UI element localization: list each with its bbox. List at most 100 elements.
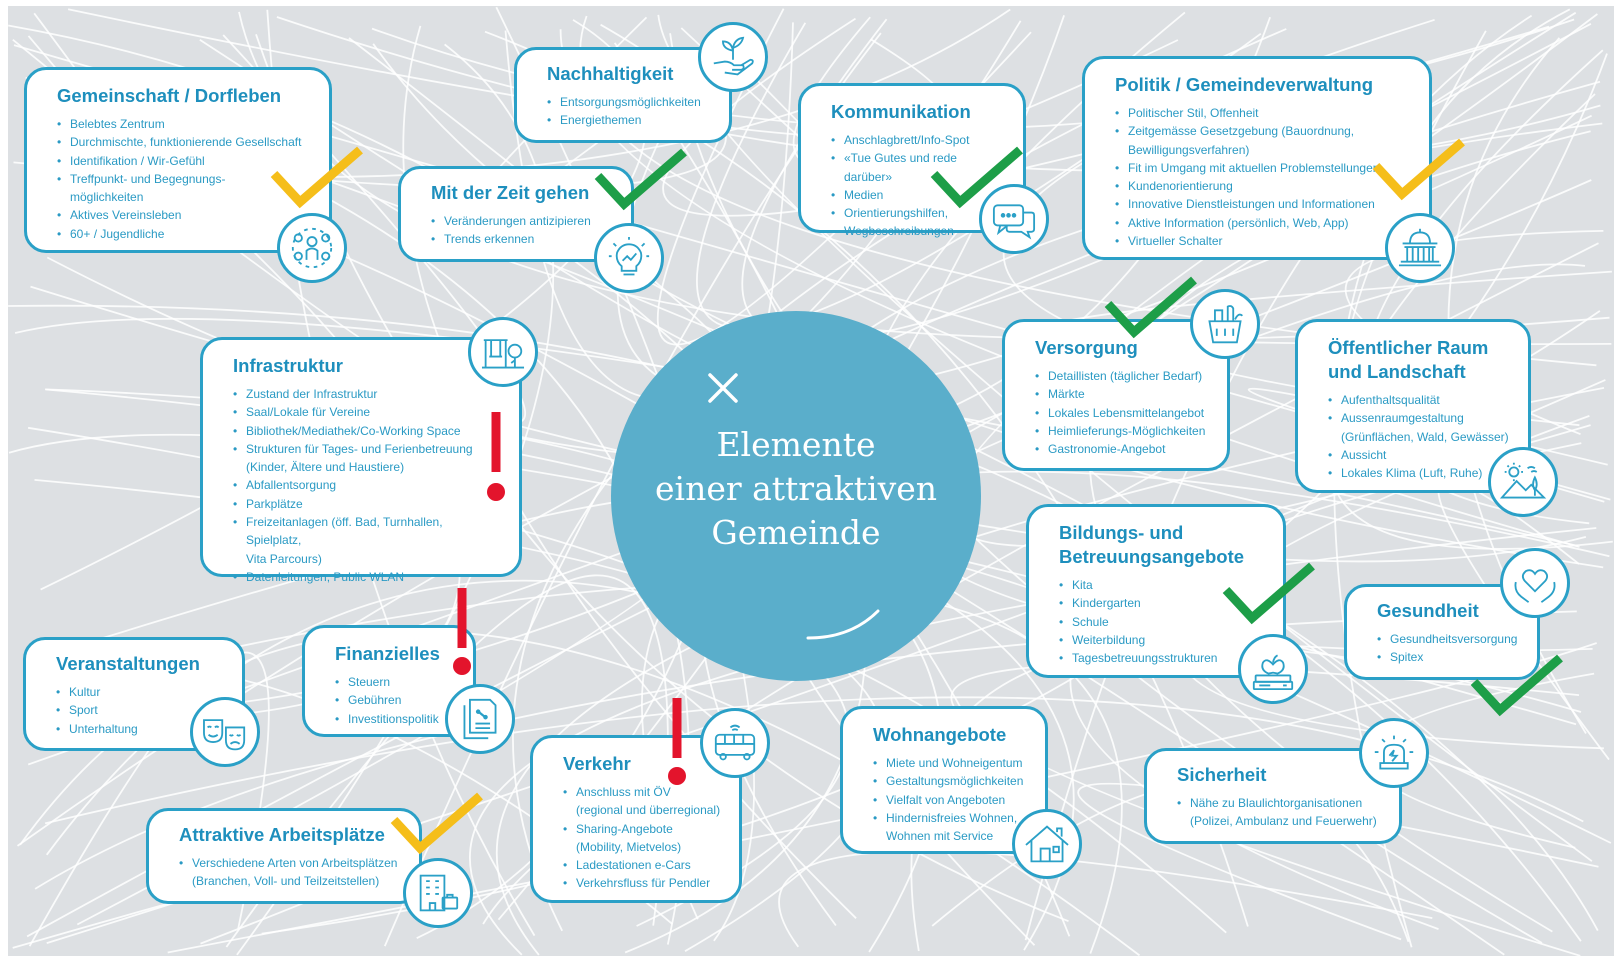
diagram-canvas: Elemente einer attraktiven Gemeinde Geme…: [8, 6, 1614, 956]
theater-masks-icon: [190, 697, 260, 767]
center-title-line: Elemente: [716, 425, 876, 464]
list-item: Gastronomie-Angebot: [1035, 440, 1209, 459]
box-list: Entsorgungsmöglichkeiten Energiethemen: [547, 93, 711, 130]
list-item: Parkplätze: [233, 495, 501, 514]
list-item: Zustand der Infrastruktur: [233, 385, 501, 404]
center-circle: Elemente einer attraktiven Gemeinde: [611, 311, 981, 681]
house-icon: [1012, 809, 1082, 879]
list-item: Aktive Information (persönlich, Web, App…: [1115, 214, 1411, 233]
list-item: Identifikation / Wir-Gefühl: [57, 152, 311, 171]
list-item: Tagesbetreuungsstrukturen: [1059, 649, 1265, 668]
list-item: Steuern: [335, 673, 455, 692]
box-title: Wohnangebote: [873, 724, 1007, 745]
heart-hands-icon: [1500, 548, 1570, 618]
list-item-continuation: (Branchen, Voll- und Teilzeitstellen): [192, 874, 380, 889]
list-item: Politischer Stil, Offenheit: [1115, 104, 1411, 123]
box-list: Kita Kindergarten Schule Weiterbildung T…: [1059, 576, 1265, 668]
box-title: Finanzielles: [335, 643, 440, 664]
list-item: Verschiedene Arten von Arbeitsplätzen: [179, 854, 401, 873]
center-title: Elemente einer attraktiven Gemeinde: [611, 423, 981, 555]
list-item-continuation: Wohnen mit Service: [886, 829, 994, 844]
list-item: Aussenraumgestaltung: [1328, 409, 1510, 428]
green-check-mark: [930, 146, 1023, 209]
list-item: Anschluss mit ÖV: [563, 783, 721, 802]
box-list: Anschluss mit ÖV (regional und überregio…: [563, 783, 721, 893]
box-gemeinschaft: Gemeinschaft / Dorfleben Belebtes Zentru…: [24, 67, 332, 253]
list-item: Aktives Vereinsleben: [57, 206, 311, 225]
green-check-mark: [1222, 562, 1315, 625]
list-item: Fit im Umgang mit aktuellen Problemstell…: [1115, 159, 1411, 178]
list-item: Strukturen für Tages- und Ferienbetreuun…: [233, 440, 501, 459]
list-item: Treffpunkt- und Begegnungs-: [57, 170, 311, 189]
siren-light-icon: [1359, 718, 1429, 788]
list-item: Orientierungshilfen,: [831, 204, 1005, 223]
center-title-line: einer attraktiven: [654, 469, 937, 508]
box-title: Bildungs- und Betreuungsangebote: [1059, 521, 1265, 569]
apple-books-icon: [1238, 634, 1308, 704]
landscape-sun-icon: [1488, 447, 1558, 517]
list-item: Sharing-Angebote: [563, 820, 721, 839]
bus-icon: [700, 708, 770, 778]
list-item: Freizeitanlagen (öff. Bad, Turnhallen, S…: [233, 513, 501, 550]
box-politik: Politik / Gemeindeverwaltung Politischer…: [1082, 56, 1432, 260]
list-item: Unterhaltung: [56, 720, 224, 739]
list-item: Trends erkennen: [431, 230, 613, 249]
list-item: Gebühren: [335, 691, 455, 710]
list-item-continuation: Wegbeschreibungen: [844, 224, 954, 239]
list-item: Miete und Wohneigentum: [873, 754, 1027, 773]
list-item: Detaillisten (täglicher Bedarf): [1035, 367, 1209, 386]
list-item-continuation: Vita Parcours): [246, 551, 322, 566]
list-item: Sport: [56, 701, 224, 720]
web-line: [778, 850, 1433, 948]
box-wohnangebote: Wohnangebote Miete und Wohneigentum Gest…: [840, 706, 1048, 854]
box-list: Miete und Wohneigentum Gestaltungsmöglic…: [873, 754, 1027, 845]
box-list: Zustand der Infrastruktur Saal/Lokale fü…: [233, 385, 501, 587]
list-item: Hindernisfreies Wohnen,: [873, 809, 1027, 828]
box-arbeitsplaetze: Attraktive Arbeitsplätze Verschiedene Ar…: [146, 808, 422, 904]
plant-in-hand-icon: [698, 22, 768, 92]
grocery-bag-icon: [1190, 289, 1260, 359]
list-item: Weiterbildung: [1059, 631, 1265, 650]
community-people-icon: [277, 213, 347, 283]
list-item: Spitex: [1377, 648, 1519, 667]
box-list: Aufenthaltsqualität Aussenraumgestaltung…: [1328, 391, 1510, 483]
list-item: Veränderungen antizipieren: [431, 212, 613, 231]
list-item: Heimlieferungs-Möglichkeiten: [1035, 422, 1209, 441]
box-title-line: und Landschaft: [1328, 361, 1466, 382]
list-item: Gesundheitsversorgung: [1377, 630, 1519, 649]
yellow-check-mark: [270, 146, 363, 209]
box-title: Politik / Gemeindeverwaltung: [1115, 74, 1374, 95]
box-sicherheit: Sicherheit Nähe zu Blaulichtorganisation…: [1144, 748, 1402, 844]
box-title: Kommunikation: [831, 101, 971, 122]
swoosh-decoration: [806, 609, 880, 640]
box-title: Verkehr: [563, 753, 631, 774]
list-item: Gestaltungsmöglichkeiten: [873, 772, 1027, 791]
list-item: Zeitgemässe Gesetzgebung (Bauordnung,: [1115, 122, 1411, 141]
box-infrastruktur: Infrastruktur Zustand der Infrastruktur …: [200, 337, 522, 587]
list-item: Lokales Lebensmittelangebot: [1035, 404, 1209, 423]
list-item: Belebtes Zentrum: [57, 115, 311, 134]
list-item: Kita: [1059, 576, 1265, 595]
list-item: Anschlagbrett/Info-Spot: [831, 131, 1005, 150]
box-title: Gesundheit: [1377, 600, 1479, 621]
playground-tree-icon: [468, 317, 538, 387]
list-item: Investitionspolitik: [335, 710, 455, 729]
office-building-icon: [403, 858, 473, 928]
list-item-continuation: (Polizei, Ambulanz und Feuerwehr): [1190, 814, 1377, 829]
list-item: Aussicht: [1328, 446, 1510, 465]
box-oeffentlicher-raum: Öffentlicher Raum und Landschaft Aufenth…: [1295, 319, 1531, 493]
list-item: Kundenorientierung: [1115, 177, 1411, 196]
box-title: Mit der Zeit gehen: [431, 182, 590, 203]
web-line: [236, 43, 554, 956]
box-title-line: Bildungs- und: [1059, 522, 1184, 543]
list-item: Innovative Dienstleistungen und Informat…: [1115, 195, 1411, 214]
list-item: Kindergarten: [1059, 594, 1265, 613]
list-item: Bibliothek/Mediathek/Co-Working Space: [233, 422, 501, 441]
box-title: Gemeinschaft / Dorfleben: [57, 85, 282, 106]
list-item: Verkehrsfluss für Pendler: [563, 874, 721, 893]
list-item-continuation: Bewilligungsverfahren): [1128, 142, 1250, 157]
green-check-mark: [594, 148, 687, 211]
list-item: Kultur: [56, 683, 224, 702]
list-item: Datenleitungen, Public WLAN: [233, 568, 501, 587]
list-item: Vielfalt von Angeboten: [873, 791, 1027, 810]
